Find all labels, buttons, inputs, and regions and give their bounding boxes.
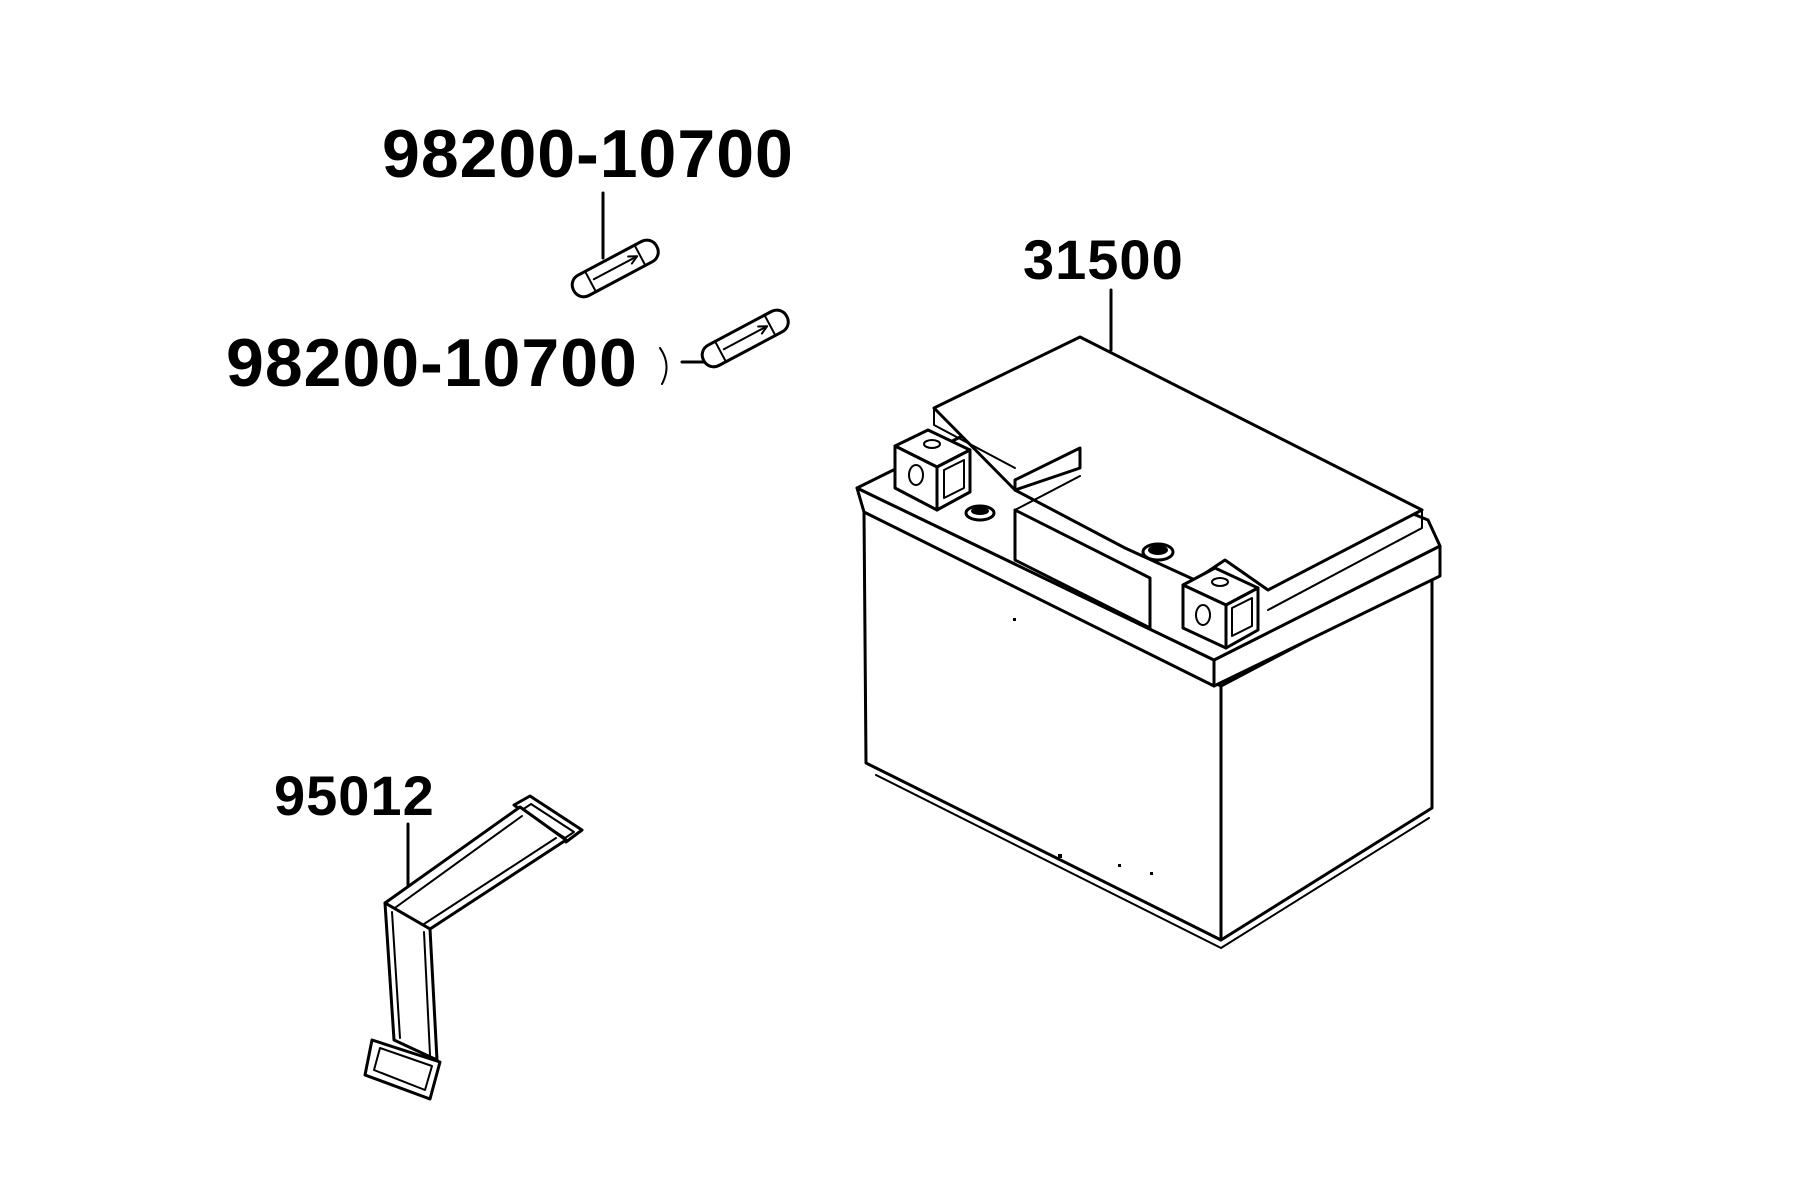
battery-strap-part-number: 95012 (274, 764, 435, 827)
battery-part-number: 31500 (1023, 228, 1184, 291)
strap-icon (363, 794, 584, 1101)
battery-strap[interactable]: 95012 (274, 764, 584, 1101)
terminal-right (1181, 566, 1260, 650)
fuse-icon (700, 308, 790, 369)
fuse-bottom[interactable]: 98200-10700 (226, 306, 792, 401)
terminal-left (893, 428, 972, 512)
fuse-top[interactable]: 98200-10700 (382, 116, 794, 301)
fuse-top-part-number: 98200-10700 (382, 116, 794, 192)
fuse-bottom-leader-bracket (659, 347, 668, 385)
fuse-icon (570, 238, 660, 299)
battery[interactable]: 31500 (855, 228, 1442, 949)
battery-icon (855, 335, 1442, 949)
fuse-bottom-part-number: 98200-10700 (226, 325, 638, 401)
